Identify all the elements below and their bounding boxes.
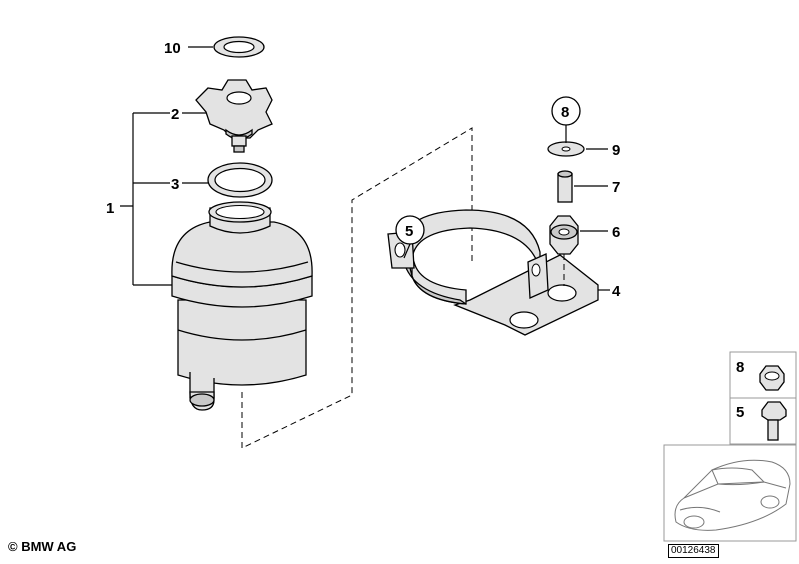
- callout-8: 8: [561, 104, 569, 121]
- assembly-dash-line: [241, 127, 473, 449]
- callout-4: 4: [612, 283, 621, 300]
- o-ring-part-3[interactable]: [207, 162, 273, 198]
- leader-5: [403, 243, 411, 259]
- seal-ring-part-10[interactable]: [213, 36, 265, 58]
- callout-3: 3: [171, 176, 179, 193]
- callout-1: 1: [106, 200, 114, 217]
- callout-7: 7: [612, 179, 620, 196]
- inset-bolt-box[interactable]: 5: [729, 397, 797, 445]
- copyright-text: © BMW AG: [8, 539, 77, 554]
- reservoir-part-1[interactable]: [171, 201, 313, 411]
- inset-nut-box[interactable]: 8: [729, 351, 797, 399]
- sleeve-part-7[interactable]: [557, 170, 573, 203]
- callout-6: 6: [612, 224, 620, 241]
- callout-10: 10: [164, 40, 181, 57]
- callout-5-bracket-group: 5: [395, 215, 425, 259]
- bracket-part-4[interactable]: [387, 209, 599, 336]
- washer-part-9[interactable]: [547, 141, 585, 157]
- star-cap-part-2[interactable]: [195, 79, 273, 153]
- leader-1-bracket: [120, 112, 172, 286]
- callout-8-group: 8: [551, 96, 581, 143]
- inset-callout-8: 8: [736, 359, 744, 376]
- callout-9: 9: [612, 142, 620, 159]
- inset-callout-5: 5: [736, 404, 744, 421]
- car-outline-icon: [674, 459, 791, 531]
- document-number: 00126438: [668, 544, 719, 558]
- vehicle-thumbnail[interactable]: [663, 444, 797, 542]
- callout-2: 2: [171, 106, 179, 123]
- hex-bolt-icon: [761, 401, 787, 421]
- callout-5: 5: [405, 223, 413, 240]
- nut-part-6[interactable]: [549, 215, 579, 255]
